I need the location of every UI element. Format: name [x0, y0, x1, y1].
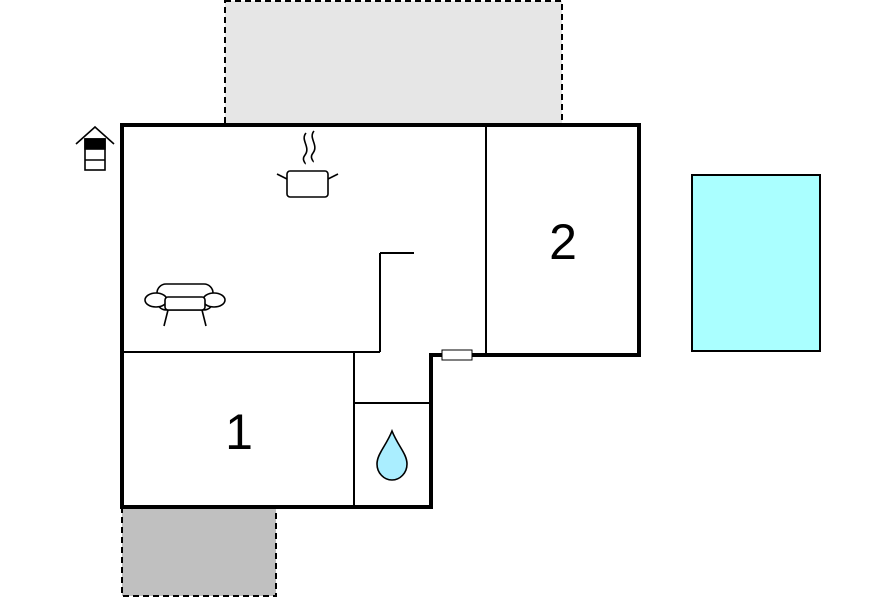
door-threshold-icon: [441, 349, 473, 361]
room-label-1: 1: [225, 404, 253, 460]
sofa-icon: [144, 283, 226, 327]
swimming-pool: [691, 174, 821, 352]
cooking-pot-icon: [276, 130, 339, 198]
room-label-2: 2: [549, 214, 577, 270]
terrace-area: [224, 0, 563, 126]
interior-walls: [122, 125, 487, 507]
building-icon: [75, 125, 115, 171]
water-drop-icon: [376, 428, 408, 481]
parking-area: [121, 506, 277, 597]
